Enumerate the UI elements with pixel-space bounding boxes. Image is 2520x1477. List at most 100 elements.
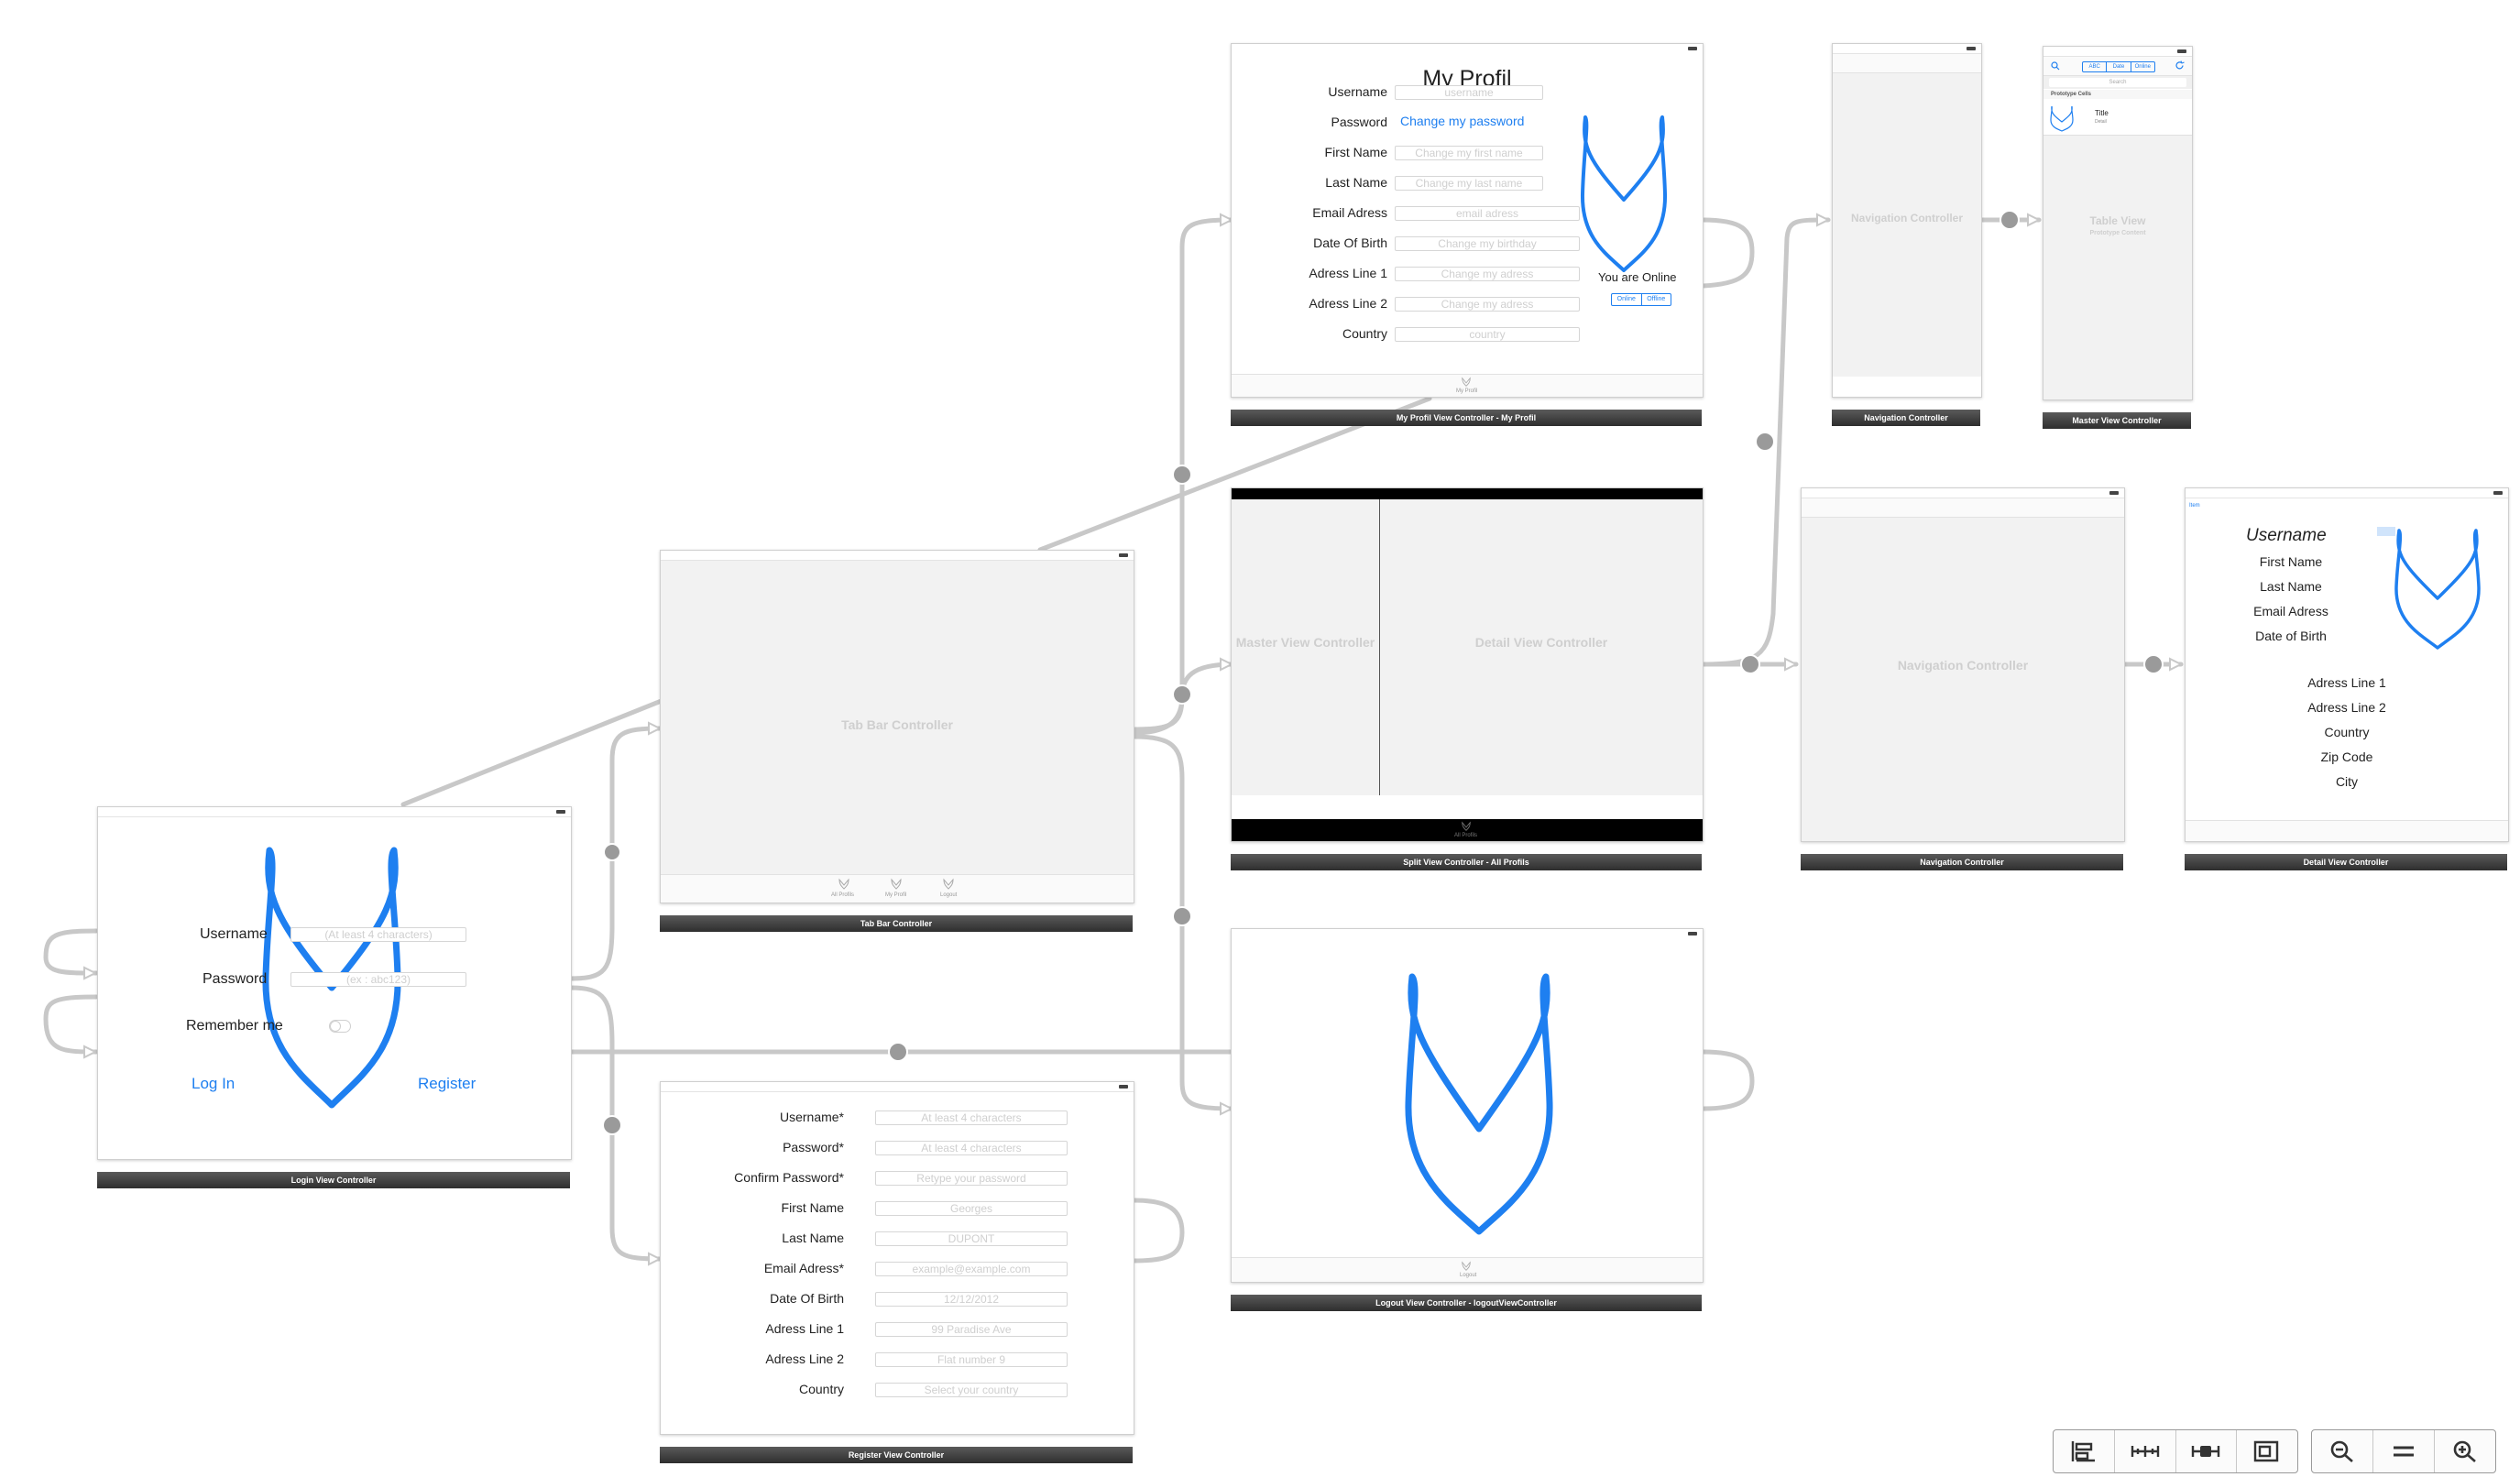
resize-icon[interactable] — [2237, 1430, 2297, 1472]
register-field-input[interactable]: Select your country — [875, 1383, 1068, 1397]
register-field-label: Adress Line 1 — [765, 1321, 844, 1336]
battery-icon — [2177, 49, 2186, 53]
tab-all-profils-label: All Profils — [831, 892, 855, 898]
nav-mid-scene[interactable]: Navigation Controller — [1801, 487, 2125, 842]
status-bar — [1232, 929, 1703, 938]
logo-icon — [1405, 973, 1553, 1235]
split-scene[interactable]: Master View Controller Detail View Contr… — [1231, 487, 1704, 842]
profil-field-input[interactable]: Change my birthday — [1395, 236, 1580, 251]
logo-icon — [1580, 115, 1668, 272]
change-password-link[interactable]: Change my password — [1400, 114, 1525, 128]
status-bar — [1802, 488, 2124, 498]
navigation-bar: Item — [2186, 498, 2508, 517]
detail-field-label: Email Adress — [2253, 604, 2328, 618]
segment-online[interactable]: Online — [2134, 64, 2151, 70]
cell-detail: Detail — [2095, 119, 2107, 125]
tab-my-profil-icon[interactable] — [1461, 377, 1472, 388]
register-field-input[interactable]: Flat number 9 — [875, 1352, 1068, 1367]
register-field-label: Last Name — [782, 1231, 844, 1245]
sort-segmented-control[interactable]: ABC Date Online — [2082, 61, 2155, 72]
status-bar — [661, 1082, 1134, 1092]
zoom-fit-icon[interactable] — [2373, 1430, 2435, 1472]
tab-logout-label: Logout — [940, 892, 958, 898]
login-scene[interactable]: Username (At least 4 characters) Passwor… — [97, 806, 572, 1160]
profil-field-label: Adress Line 2 — [1309, 296, 1387, 311]
tab-logout-label: Logout — [1460, 1273, 1477, 1278]
status-bar — [1833, 44, 1981, 54]
tab-my-profil-icon[interactable] — [890, 878, 903, 891]
battery-icon — [1688, 47, 1697, 50]
master-ghost-label: Master View Controller — [1235, 635, 1375, 650]
prototype-content-ghost-label: Prototype Content — [2089, 230, 2146, 236]
tab-all-profils-icon[interactable] — [1461, 821, 1472, 832]
register-field-input[interactable]: At least 4 characters — [875, 1110, 1068, 1125]
register-field-input[interactable]: 99 Paradise Ave — [875, 1322, 1068, 1337]
username-input[interactable]: (At least 4 characters) — [290, 927, 466, 942]
segment-offline[interactable]: Offline — [1647, 296, 1666, 302]
refresh-icon[interactable] — [2175, 60, 2185, 71]
logout-scene-title: Logout View Controller - logoutViewContr… — [1231, 1295, 1702, 1311]
pin-icon[interactable] — [2115, 1430, 2176, 1472]
profil-field-label: Country — [1342, 326, 1387, 341]
zoom-out-icon[interactable] — [2312, 1430, 2373, 1472]
logout-scene[interactable]: Logout — [1231, 928, 1704, 1283]
table-content — [2043, 136, 2192, 399]
split-divider — [1379, 499, 1380, 795]
profil-field-input[interactable]: Change my last name — [1395, 176, 1543, 191]
split-scene-title: Split View Controller - All Profils — [1231, 854, 1702, 870]
tab-all-profils-label: All Profils — [1454, 833, 1478, 838]
register-field-input[interactable]: example@example.com — [875, 1262, 1068, 1276]
register-field-input[interactable]: 12/12/2012 — [875, 1292, 1068, 1307]
online-segmented-control[interactable]: Online Offline — [1611, 293, 1671, 306]
logo-icon — [2394, 529, 2481, 650]
password-input[interactable]: (ex : abc123) — [290, 972, 466, 987]
nav-top-scene[interactable]: Navigation Controller — [1832, 43, 1982, 398]
profil-field-input[interactable]: Change my adress — [1395, 297, 1580, 312]
back-button[interactable]: Item — [2189, 503, 2200, 509]
master-scene[interactable]: ABC Date Online Search Prototype Cells T… — [2043, 46, 2193, 400]
register-field-input[interactable]: Georges — [875, 1201, 1068, 1216]
tab-my-profil-label: My Profil — [885, 892, 907, 898]
register-scene-title: Register View Controller — [660, 1447, 1133, 1463]
profil-field-input[interactable]: Change my first name — [1395, 146, 1543, 160]
nav-mid-ghost-label: Navigation Controller — [1897, 658, 2029, 673]
segment-online[interactable]: Online — [1612, 294, 1642, 305]
prototype-cell[interactable]: Title Detail — [2043, 100, 2192, 136]
profil-field-input[interactable]: Change my adress — [1395, 267, 1580, 281]
tab-logout-icon[interactable] — [942, 878, 955, 891]
register-field-label: Username* — [779, 1110, 844, 1124]
register-field-input[interactable]: At least 4 characters — [875, 1141, 1068, 1155]
remember-me-label: Remember me — [186, 1018, 283, 1034]
nav-top-ghost-label: Navigation Controller — [1850, 212, 1963, 224]
search-bar[interactable]: Search — [2043, 76, 2192, 89]
resolve-icon[interactable] — [2176, 1430, 2238, 1472]
profil-field-label: Last Name — [1325, 175, 1387, 190]
register-field-input[interactable]: DUPONT — [875, 1231, 1068, 1246]
search-icon[interactable] — [2051, 61, 2060, 71]
zoom-in-icon[interactable] — [2435, 1430, 2495, 1472]
align-icon[interactable] — [2054, 1430, 2115, 1472]
tab-all-profils-icon[interactable] — [838, 878, 850, 891]
profil-field-input[interactable]: country — [1395, 327, 1580, 342]
profil-field-input[interactable]: email adress — [1395, 206, 1580, 221]
register-button[interactable]: Register — [418, 1075, 477, 1092]
profil-field-label: Date Of Birth — [1313, 235, 1387, 250]
detail-field-label: Country — [2324, 725, 2370, 739]
tabbar-scene[interactable]: Tab Bar Controller All Profils My Profil… — [660, 550, 1134, 903]
register-field-label: Country — [798, 1382, 844, 1396]
battery-icon — [1119, 1085, 1128, 1089]
tab-logout-icon[interactable] — [1461, 1261, 1472, 1272]
profil-field-input[interactable]: username — [1395, 85, 1543, 100]
remember-me-switch[interactable] — [329, 1020, 351, 1033]
register-field-input[interactable]: Retype your password — [875, 1171, 1068, 1186]
login-button[interactable]: Log In — [192, 1075, 236, 1092]
search-field[interactable]: Search — [2049, 78, 2186, 87]
segment-date[interactable]: Date — [2107, 62, 2131, 71]
status-bar — [661, 551, 1134, 561]
status-bar — [2043, 47, 2192, 57]
zoom-toolbar — [2311, 1429, 2496, 1473]
segment-abc[interactable]: ABC — [2083, 62, 2108, 71]
